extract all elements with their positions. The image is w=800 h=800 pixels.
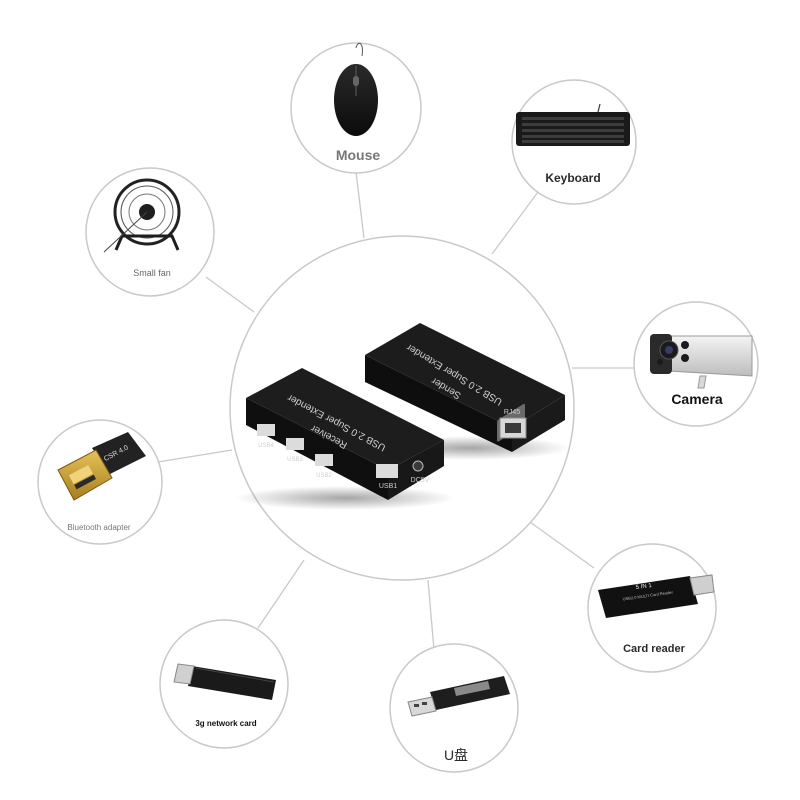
network-card-icon bbox=[173, 663, 276, 700]
label-network-card: 3g network card bbox=[195, 719, 256, 728]
connector-card-reader bbox=[529, 521, 595, 569]
connector-keyboard bbox=[491, 191, 539, 255]
usb2-port bbox=[315, 454, 333, 466]
node-keyboard: Keyboard bbox=[511, 79, 637, 205]
label-camera: Camera bbox=[671, 391, 723, 407]
usb3-port bbox=[286, 438, 304, 450]
dc5v-label: DC5V bbox=[411, 477, 430, 484]
center-node: RJ45 USB 2.0 Super Extender Sender USB4 … bbox=[229, 235, 575, 581]
connector-bluetooth bbox=[157, 449, 233, 463]
node-bluetooth: CSR 4.0 Bluetooth adapter bbox=[37, 419, 163, 545]
node-network-card: 3g network card bbox=[159, 619, 289, 749]
usb2-label: USB2 bbox=[316, 473, 332, 479]
connector-mouse bbox=[355, 171, 365, 239]
card-reader-text: 5 IN 1 bbox=[636, 583, 653, 591]
node-card-reader: 5 IN 1 USB2.0 MULTI Card Reader Card rea… bbox=[587, 543, 717, 673]
sender-port-label: RJ45 bbox=[504, 409, 520, 416]
label-small-fan: Small fan bbox=[133, 268, 171, 278]
usb-flash-drive-icon bbox=[407, 676, 510, 717]
connector-fan bbox=[205, 276, 255, 313]
connector-network-card bbox=[257, 559, 305, 629]
label-bluetooth: Bluetooth adapter bbox=[67, 523, 130, 532]
usb1-label: USB1 bbox=[379, 483, 397, 490]
dc5v-port bbox=[412, 460, 424, 472]
label-keyboard: Keyboard bbox=[545, 171, 600, 185]
node-camera: Camera bbox=[633, 301, 759, 427]
usb3-label: USB3 bbox=[287, 457, 303, 463]
node-mouse: Mouse bbox=[290, 42, 422, 174]
keyboard-icon bbox=[516, 103, 630, 146]
node-u-disk: U盘 bbox=[389, 643, 519, 773]
usb4-port bbox=[257, 424, 275, 436]
receiver-device: USB4 USB3 USB2 USB1 DC5V USB 2.0 Super E… bbox=[235, 368, 455, 510]
camera-icon bbox=[650, 334, 753, 389]
connector-u-disk bbox=[427, 579, 435, 651]
fan-icon bbox=[103, 178, 181, 253]
label-u-disk: U盘 bbox=[444, 747, 468, 763]
sender-device: RJ45 USB 2.0 Super Extender Sender bbox=[365, 323, 570, 460]
usb1-port bbox=[376, 464, 398, 478]
card-reader-icon: 5 IN 1 USB2.0 MULTI Card Reader bbox=[598, 574, 715, 618]
bluetooth-dongle-icon: CSR 4.0 bbox=[57, 432, 146, 501]
receiver-ports: USB4 USB3 USB2 USB1 DC5V bbox=[257, 424, 430, 490]
node-small-fan: Small fan bbox=[85, 167, 215, 297]
usb4-label: USB4 bbox=[258, 443, 274, 449]
label-mouse: Mouse bbox=[336, 147, 381, 163]
label-card-reader: Card reader bbox=[623, 643, 685, 655]
mouse-icon bbox=[334, 64, 378, 136]
connector-lines bbox=[157, 171, 636, 651]
